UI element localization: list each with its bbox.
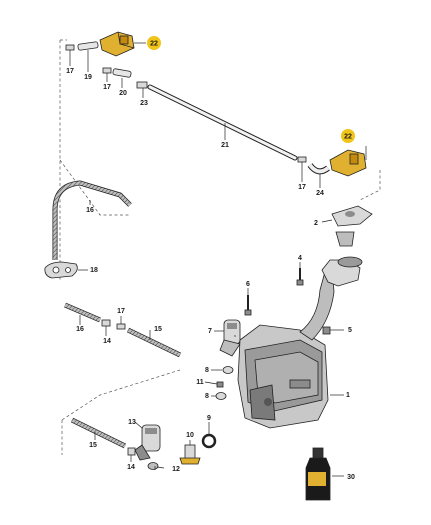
grommet-14-lower	[127, 447, 136, 462]
label-16-a: 16	[86, 207, 94, 214]
label-30: 30	[347, 474, 355, 481]
corrugated-hose-16-mid	[64, 302, 101, 325]
connector-17-mid	[116, 316, 126, 330]
nut-5	[322, 326, 344, 335]
seal-9	[201, 422, 217, 449]
part-number-labels: 17 19 17 20 23 21 17 24 16 2 4 18 6 17 1…	[66, 68, 355, 481]
washer-fluid-bottle-30	[305, 447, 344, 501]
label-14-a: 14	[103, 338, 111, 345]
label-4: 4	[298, 255, 302, 262]
washer-pump-13	[134, 421, 161, 461]
seal-8-upper	[222, 366, 234, 374]
jet-nozzle-18	[44, 261, 88, 279]
label-16-b: 16	[76, 326, 84, 333]
label-17-d: 17	[117, 308, 125, 315]
hose-20	[112, 68, 132, 88]
hose-19	[77, 41, 99, 72]
hose-21	[147, 84, 298, 161]
bolt-6	[244, 295, 252, 316]
badge-22-right: 22	[341, 129, 355, 143]
washer-pump-7	[214, 319, 241, 357]
connector-14-mid	[101, 319, 111, 336]
label-20: 20	[119, 90, 127, 97]
corrugated-hose-15-mid	[126, 327, 182, 358]
badge-22-top: 22	[147, 36, 161, 50]
corrugated-hose-16-top	[52, 180, 132, 260]
filler-cap-2	[321, 205, 373, 247]
label-15-b: 15	[89, 442, 97, 449]
label-17-a: 17	[66, 68, 74, 75]
label-1: 1	[346, 392, 350, 399]
leader-lines	[134, 42, 367, 470]
label-15-a: 15	[154, 326, 162, 333]
label-9: 9	[207, 415, 211, 422]
connector-17-right	[297, 156, 307, 182]
corrugated-hose-15-lower	[70, 417, 127, 449]
label-22-top: 22	[150, 41, 158, 48]
label-13: 13	[128, 419, 136, 426]
label-12: 12	[172, 466, 180, 473]
label-21: 21	[221, 142, 229, 149]
label-14-b: 14	[127, 464, 135, 471]
washer-reservoir-1	[237, 324, 329, 429]
label-22-right: 22	[344, 134, 352, 141]
grommet-12	[147, 462, 159, 470]
washer-nozzle-22-right	[329, 149, 367, 177]
label-5: 5	[348, 327, 352, 334]
filler-neck	[299, 256, 363, 341]
connector-17-top-left	[65, 44, 75, 66]
label-24: 24	[316, 190, 324, 197]
label-17-c: 17	[298, 184, 306, 191]
screw-4	[296, 268, 304, 286]
label-23: 23	[140, 100, 148, 107]
connector-23	[136, 81, 148, 98]
hose-24	[307, 163, 330, 188]
screw-11	[216, 381, 224, 388]
label-11: 11	[196, 379, 204, 386]
label-2: 2	[314, 220, 318, 227]
label-19: 19	[84, 74, 92, 81]
label-17-b: 17	[103, 84, 111, 91]
washer-nozzle-22-top	[99, 31, 135, 57]
level-sender-10	[179, 440, 201, 465]
label-6: 6	[246, 281, 250, 288]
label-7: 7	[208, 328, 212, 335]
label-10: 10	[186, 432, 194, 439]
label-8-a: 8	[205, 367, 209, 374]
dashed-guide-lines	[59, 39, 381, 455]
connector-17-second	[102, 67, 112, 82]
label-8-b: 8	[205, 393, 209, 400]
seal-8-lower	[215, 392, 227, 400]
label-18: 18	[90, 267, 98, 274]
top-nozzle-hose-assembly	[65, 31, 367, 188]
